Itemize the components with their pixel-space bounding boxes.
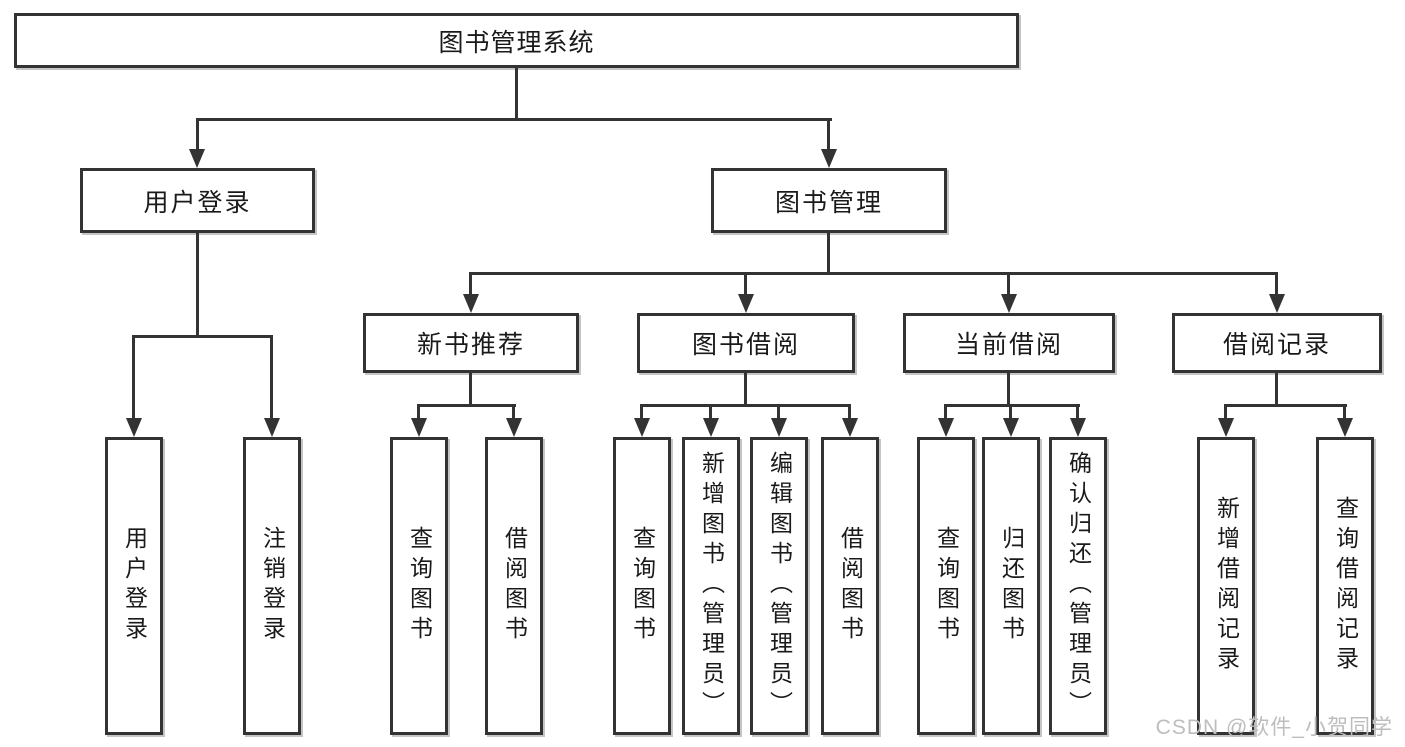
- connector-drop-leaf-logout: [270, 335, 273, 418]
- leaf-add-book-admin: 新增图书（管理员）: [682, 437, 740, 735]
- connector-bus-user-login: [132, 335, 273, 338]
- leaf-query-book-2-label: 查询图书: [629, 526, 656, 646]
- leaf-add-book-admin-label: 新增图书（管理员）: [698, 451, 725, 721]
- leaf-query-book-3: 查询图书: [917, 437, 975, 735]
- connector-drop: [417, 404, 420, 418]
- connector-stem-borrow-record: [1275, 373, 1278, 407]
- connector-drop-user-login: [196, 118, 199, 149]
- connector-drop-borrow-record: [1275, 272, 1278, 294]
- leaf-edit-book-admin-label: 编辑图书（管理员）: [766, 451, 793, 721]
- arrow-down-icon: [771, 418, 787, 437]
- node-user-login: 用户登录: [80, 168, 315, 233]
- arrow-down-icon: [1269, 294, 1285, 313]
- node-new-book-recommend: 新书推荐: [363, 313, 579, 373]
- arrow-down-icon: [703, 418, 719, 437]
- connector-drop: [709, 404, 712, 418]
- leaf-edit-book-admin: 编辑图书（管理员）: [750, 437, 808, 735]
- arrow-down-icon: [463, 294, 479, 313]
- connector-stem-new-book: [469, 373, 472, 407]
- node-book-borrow-label: 图书借阅: [691, 331, 800, 359]
- leaf-confirm-return-admin: 确认归还（管理员）: [1049, 437, 1107, 735]
- leaf-query-book-1-label: 查询图书: [406, 526, 433, 646]
- connector-bus-new-book: [417, 404, 516, 407]
- connector-drop: [1343, 404, 1346, 418]
- node-current-borrow: 当前借阅: [903, 313, 1115, 373]
- node-book-management: 图书管理: [711, 168, 947, 233]
- leaf-query-book-3-label: 查询图书: [933, 526, 960, 646]
- connector-bus-root: [196, 118, 832, 121]
- arrow-down-icon: [634, 418, 650, 437]
- connector-drop: [848, 404, 851, 418]
- connector-drop: [944, 404, 947, 418]
- leaf-query-book-2: 查询图书: [613, 437, 671, 735]
- connector-bus-borrow-record: [1224, 404, 1347, 407]
- arrow-down-icon: [126, 418, 142, 437]
- connector-drop-new-book: [469, 272, 472, 294]
- connector-bus-current-borrow: [944, 404, 1080, 407]
- leaf-borrow-book-1: 借阅图书: [485, 437, 543, 735]
- node-book-management-label: 图书管理: [774, 188, 883, 217]
- arrow-down-icon: [738, 294, 754, 313]
- connector-drop: [1224, 404, 1227, 418]
- connector-stem-root: [515, 68, 518, 120]
- leaf-borrow-book-2: 借阅图书: [821, 437, 879, 735]
- connector-drop-book-borrow: [744, 272, 747, 294]
- connector-bus-book-management: [469, 272, 1278, 275]
- arrow-down-icon: [1218, 418, 1234, 437]
- arrow-down-icon: [842, 418, 858, 437]
- connector-drop: [512, 404, 515, 418]
- arrow-down-icon: [821, 149, 837, 168]
- leaf-add-borrow-record-label: 新增借阅记录: [1213, 496, 1240, 676]
- node-borrow-record: 借阅记录: [1172, 313, 1382, 373]
- arrow-down-icon: [506, 418, 522, 437]
- connector-drop: [640, 404, 643, 418]
- arrow-down-icon: [189, 149, 205, 168]
- leaf-borrow-book-2-label: 借阅图书: [837, 526, 864, 646]
- leaf-confirm-return-admin-label: 确认归还（管理员）: [1065, 451, 1092, 721]
- connector-drop-current-borrow: [1007, 272, 1010, 294]
- leaf-add-borrow-record: 新增借阅记录: [1197, 437, 1255, 735]
- arrow-down-icon: [1337, 418, 1353, 437]
- leaf-query-borrow-record-label: 查询借阅记录: [1332, 496, 1359, 676]
- connector-stem-current-borrow: [1007, 373, 1010, 407]
- arrow-down-icon: [1001, 294, 1017, 313]
- connector-drop-leaf-login: [132, 335, 135, 418]
- node-root-label: 图书管理系统: [438, 28, 595, 57]
- leaf-query-book-1: 查询图书: [390, 437, 448, 735]
- arrow-down-icon: [264, 418, 280, 437]
- node-current-borrow-label: 当前借阅: [954, 331, 1063, 359]
- arrow-down-icon: [411, 418, 427, 437]
- node-borrow-record-label: 借阅记录: [1222, 331, 1331, 359]
- watermark: CSDN @软件_小贺同学: [1155, 716, 1393, 739]
- arrow-down-icon: [938, 418, 954, 437]
- connector-drop: [1009, 404, 1012, 418]
- node-new-book-recommend-label: 新书推荐: [416, 331, 525, 359]
- connector-drop: [777, 404, 780, 418]
- node-user-login-label: 用户登录: [143, 188, 252, 217]
- leaf-return-book: 归还图书: [982, 437, 1040, 735]
- connector-stem-book-borrow: [744, 373, 747, 407]
- leaf-logout-label: 注销登录: [259, 526, 286, 646]
- leaf-user-login-label: 用户登录: [121, 526, 148, 646]
- connector-drop: [1076, 404, 1079, 418]
- leaf-borrow-book-1-label: 借阅图书: [501, 526, 528, 646]
- arrow-down-icon: [1070, 418, 1086, 437]
- leaf-query-borrow-record: 查询借阅记录: [1316, 437, 1374, 735]
- connector-stem-book-management: [827, 233, 830, 275]
- connector-bus-book-borrow: [640, 404, 851, 407]
- leaf-return-book-label: 归还图书: [998, 526, 1025, 646]
- connector-drop-book-management: [827, 118, 830, 149]
- connector-stem-user-login: [196, 233, 199, 335]
- leaf-user-login: 用户登录: [105, 437, 163, 735]
- arrow-down-icon: [1003, 418, 1019, 437]
- node-root: 图书管理系统: [14, 13, 1019, 68]
- node-book-borrow: 图书借阅: [637, 313, 855, 373]
- leaf-logout: 注销登录: [243, 437, 301, 735]
